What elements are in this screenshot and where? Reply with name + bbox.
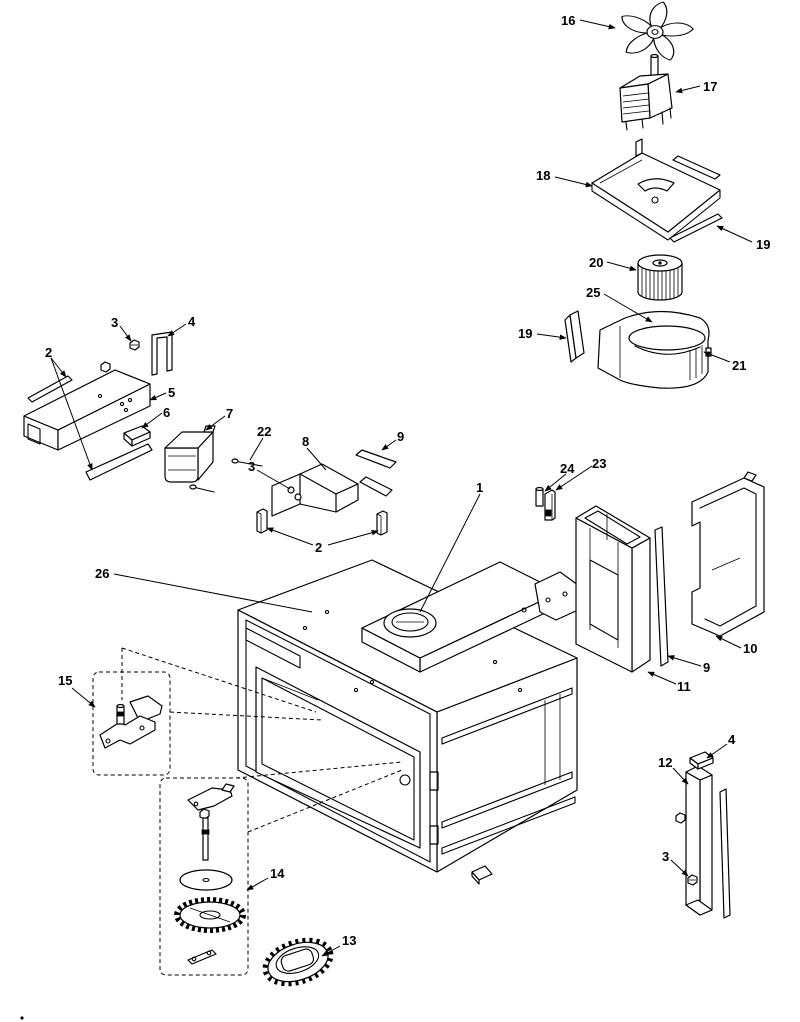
stirrer-bracket-group xyxy=(92,647,323,776)
callout-label: 22 xyxy=(257,424,271,439)
callout-label: 15 xyxy=(58,673,72,688)
spacer-block xyxy=(256,508,268,534)
channel-bracket xyxy=(23,369,151,451)
callout-label: 17 xyxy=(703,79,717,94)
component-box xyxy=(164,425,216,483)
screw xyxy=(100,361,111,373)
u-bracket xyxy=(151,331,173,376)
fan-blade xyxy=(621,1,694,61)
small-spacer xyxy=(471,865,493,885)
callout-labels: 16 17 18 19 20 25 19 21 3 4 2 5 6 7 22 8… xyxy=(45,13,770,948)
callout-label: 25 xyxy=(586,285,600,300)
frame-bracket xyxy=(575,505,651,673)
seal-strip xyxy=(27,375,73,403)
motor-mount-plate xyxy=(591,138,721,241)
stirrer-group xyxy=(159,761,403,976)
callout-label: 1 xyxy=(476,480,483,495)
callout-label: 8 xyxy=(302,434,309,449)
callout-label: 20 xyxy=(589,255,603,270)
stray-dot xyxy=(20,1016,24,1020)
callout-label: 4 xyxy=(728,732,736,747)
blower-housing xyxy=(597,310,712,389)
callout-label: 23 xyxy=(592,456,606,471)
callout-label: 26 xyxy=(95,566,109,581)
callout-label: 16 xyxy=(561,13,575,28)
callout-label: 12 xyxy=(658,755,672,770)
screw xyxy=(675,812,686,824)
callout-label: 3 xyxy=(662,849,669,864)
seal-strip xyxy=(719,788,731,919)
callout-label: 10 xyxy=(743,641,757,656)
callout-label: 11 xyxy=(677,679,691,694)
callout-label: 19 xyxy=(518,326,532,341)
small-switch xyxy=(544,489,556,521)
stirrer-cover xyxy=(383,608,437,638)
seal-strip xyxy=(355,449,397,469)
pin xyxy=(231,458,263,467)
seal-strip xyxy=(85,443,153,481)
pin xyxy=(189,484,215,493)
screw xyxy=(687,874,698,886)
seal-strip xyxy=(359,476,393,497)
callout-label: 13 xyxy=(342,933,356,948)
seal-strip-upper xyxy=(672,155,721,180)
spacer-block xyxy=(376,510,388,536)
callout-label: 9 xyxy=(397,429,404,444)
callout-label: 3 xyxy=(248,459,255,474)
screw xyxy=(129,339,140,351)
callout-label: 4 xyxy=(188,314,196,329)
small-cylinder xyxy=(535,486,544,507)
callout-label: 21 xyxy=(732,358,746,373)
side-panel xyxy=(691,471,765,637)
leader-lines xyxy=(50,19,753,957)
callout-label: 24 xyxy=(560,461,575,476)
callout-label: 19 xyxy=(756,237,770,252)
callout-label: 6 xyxy=(163,405,170,420)
seal-strip xyxy=(654,526,669,667)
side-channel-bracket xyxy=(685,765,713,916)
seal-bracket-left xyxy=(564,310,585,363)
seal-block xyxy=(689,751,714,770)
stirrer-cover-plate xyxy=(262,937,334,987)
seal-strip-lower xyxy=(669,213,723,243)
callout-label: 2 xyxy=(45,345,52,360)
small-block xyxy=(123,425,151,447)
callout-label: 14 xyxy=(270,866,285,881)
callout-label: 2 xyxy=(315,540,322,555)
cavity-assembly xyxy=(237,559,578,873)
callout-label: 18 xyxy=(536,168,550,183)
callout-label: 7 xyxy=(226,406,233,421)
callout-label: 5 xyxy=(168,385,175,400)
angle-bracket xyxy=(271,463,359,517)
callout-label: 3 xyxy=(111,315,118,330)
motor xyxy=(619,53,673,131)
blower-wheel xyxy=(637,254,683,301)
callout-label: 9 xyxy=(703,660,710,675)
